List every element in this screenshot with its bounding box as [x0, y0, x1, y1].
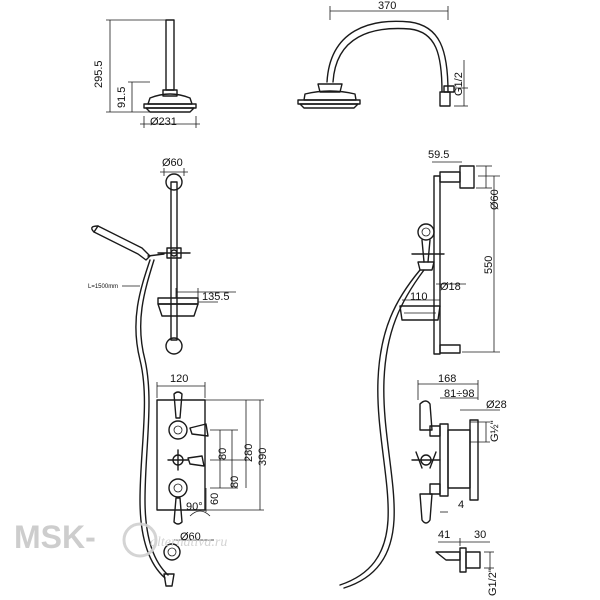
- dim-diameter-60-top: Ø60: [162, 157, 183, 169]
- dim-110: 110: [410, 291, 428, 303]
- watermark-at-icon: [122, 522, 158, 558]
- watermark: MSK- alternativa.ru: [14, 519, 227, 558]
- dim-59-5: 59.5: [428, 149, 449, 161]
- thermostatic-valve-side-view: 168 81÷98 Ø28 G½" 4 41 30 G1/2": [411, 373, 507, 596]
- dim-370: 370: [378, 0, 396, 12]
- overhead-shower-side-view: 370 G1/2: [297, 0, 468, 109]
- thermostatic-valve-front-view: 120 80 80 280 390 60 90° Ø60: [156, 373, 269, 587]
- dim-diameter-18: Ø18: [440, 281, 461, 293]
- dim-91-5: 91.5: [116, 87, 128, 108]
- slide-rail-side-view: 59.5 Ø60 Ø18 110 550: [339, 149, 501, 589]
- dim-hose-length: L=1500mm: [88, 284, 118, 290]
- dim-angle-90: 90°: [186, 501, 203, 513]
- dim-diameter-231: Ø231: [150, 116, 177, 128]
- dim-80-b: 80: [229, 476, 241, 488]
- watermark-site: alternativa.ru: [150, 535, 227, 550]
- dim-390: 390: [257, 448, 269, 466]
- dim-diameter-28: Ø28: [486, 399, 507, 411]
- dim-295-5: 295.5: [93, 60, 105, 88]
- dim-30: 30: [474, 529, 486, 541]
- dim-81-98: 81÷98: [444, 388, 475, 400]
- dim-80-a: 80: [217, 448, 229, 460]
- slide-rail-front-view: Ø60 135.5 L=1500mm: [88, 157, 236, 579]
- dim-g-half-valve: G½": [489, 420, 501, 442]
- dim-g1-2-outlet: G1/2": [487, 568, 499, 596]
- watermark-brand: MSK-: [14, 519, 96, 555]
- dim-135-5: 135.5: [202, 291, 230, 303]
- dim-41: 41: [438, 529, 450, 541]
- dim-168: 168: [438, 373, 456, 385]
- dim-diameter-60-outlet: Ø60: [180, 531, 201, 543]
- overhead-shower-front-view: 295.5 91.5 Ø231: [93, 19, 200, 128]
- dim-diameter-60-side: Ø60: [489, 189, 501, 210]
- dim-60: 60: [209, 493, 221, 505]
- dim-280: 280: [243, 444, 255, 462]
- dim-120: 120: [170, 373, 188, 385]
- dim-4: 4: [458, 499, 464, 511]
- dim-g1-2-top: G1/2: [453, 72, 465, 96]
- dim-550: 550: [483, 256, 495, 274]
